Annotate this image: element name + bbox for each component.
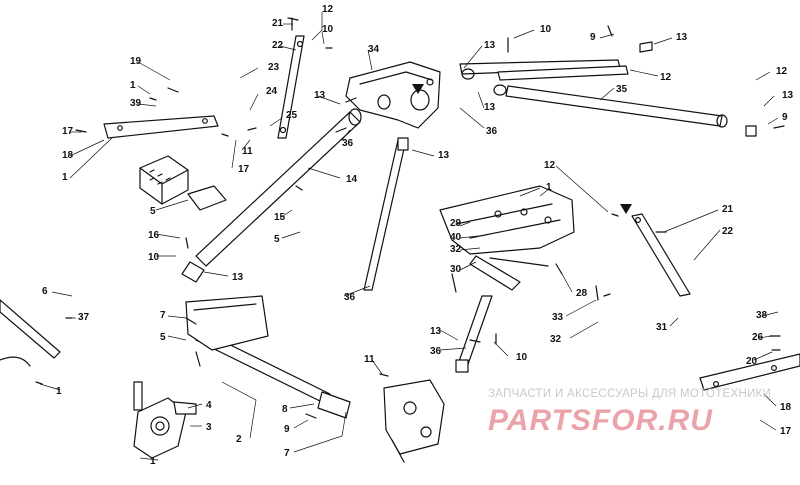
- callout-1: 1: [150, 456, 156, 467]
- callout-18: 18: [780, 402, 792, 413]
- callout-22: 22: [722, 226, 734, 237]
- callout-30: 30: [450, 264, 462, 275]
- lower-steering-bar: [185, 295, 351, 419]
- callout-9: 9: [782, 112, 788, 123]
- callout-40: 40: [450, 232, 462, 243]
- callout-5: 5: [274, 234, 280, 245]
- direction-marker-right: [620, 204, 632, 214]
- watermark-caption: ЗАПЧАСТИ И АКСЕССУАРЫ ДЛЯ МОТОТЕХНИКИ: [488, 388, 772, 400]
- callout-32: 32: [450, 244, 462, 255]
- steering-shaft: [363, 137, 409, 291]
- right-drag-link: [631, 213, 691, 297]
- left-edge-rod: [0, 299, 61, 367]
- callout-5: 5: [150, 206, 156, 217]
- callout-1: 1: [130, 80, 136, 91]
- callout-11: 11: [364, 354, 375, 365]
- callout-28: 28: [576, 288, 588, 299]
- callout-26: 26: [752, 332, 764, 343]
- callout-10: 10: [148, 252, 160, 263]
- callout-17: 17: [62, 126, 74, 137]
- callout-24: 24: [266, 86, 278, 97]
- callout-17: 17: [238, 164, 250, 175]
- lower-shaft: [455, 295, 493, 373]
- tie-rods-35: [459, 59, 728, 128]
- callout-7: 7: [284, 448, 290, 459]
- callout-15: 15: [274, 212, 286, 223]
- callout-1: 1: [546, 182, 552, 193]
- callout-21: 21: [722, 204, 734, 215]
- callout-5: 5: [160, 332, 166, 343]
- callout-12: 12: [776, 66, 788, 77]
- relay-block: [139, 155, 227, 211]
- callout-9: 9: [284, 424, 290, 435]
- callout-19: 19: [130, 56, 142, 67]
- callout-29: 29: [450, 218, 462, 229]
- steering-arm-assembly: [439, 185, 575, 291]
- steering-post: [181, 108, 362, 283]
- callout-36: 36: [430, 346, 442, 357]
- callout-8: 8: [282, 404, 288, 415]
- callout-13: 13: [676, 32, 688, 43]
- callout-13: 13: [438, 150, 450, 161]
- leader-lines: [39, 12, 779, 461]
- callout-32: 32: [550, 334, 562, 345]
- callout-7: 7: [160, 310, 166, 321]
- callout-11: 11: [242, 146, 253, 157]
- callout-labels: 2112221034232425111319139171811736131451…: [42, 4, 794, 467]
- callout-34: 34: [368, 44, 380, 55]
- callout-21: 21: [272, 18, 284, 29]
- callout-1: 1: [62, 172, 68, 183]
- callout-13: 13: [232, 272, 244, 283]
- callout-13: 13: [314, 90, 326, 101]
- callout-2: 2: [236, 434, 242, 445]
- callout-16: 16: [148, 230, 160, 241]
- callout-13: 13: [430, 326, 442, 337]
- callout-12: 12: [660, 72, 672, 83]
- callout-10: 10: [322, 24, 334, 35]
- callout-20: 20: [746, 356, 758, 367]
- callout-38: 38: [756, 310, 768, 321]
- callout-13: 13: [484, 40, 496, 51]
- callout-13: 13: [484, 102, 496, 113]
- callout-23: 23: [268, 62, 280, 73]
- callout-25: 25: [286, 110, 298, 121]
- callout-10: 10: [540, 24, 552, 35]
- callout-31: 31: [656, 322, 668, 333]
- callout-37: 37: [78, 312, 90, 323]
- callout-36: 36: [486, 126, 498, 137]
- callout-33: 33: [552, 312, 564, 323]
- callout-35: 35: [616, 84, 628, 95]
- callout-4: 4: [206, 400, 212, 411]
- fasteners: [35, 17, 785, 419]
- mount-plate-left: [103, 115, 219, 139]
- callout-12: 12: [322, 4, 334, 15]
- column-housing: [345, 61, 441, 129]
- callout-6: 6: [42, 286, 48, 297]
- callout-36: 36: [342, 138, 354, 149]
- callout-1: 1: [56, 386, 62, 397]
- engine-bracket: [383, 379, 445, 463]
- callout-9: 9: [590, 32, 596, 43]
- lower-right-rail: [699, 353, 800, 391]
- callout-17: 17: [780, 426, 792, 437]
- callout-39: 39: [130, 98, 142, 109]
- callout-13: 13: [782, 90, 794, 101]
- callout-18: 18: [62, 150, 74, 161]
- watermark-logo: PARTSFOR.RU: [488, 404, 713, 437]
- callout-3: 3: [206, 422, 212, 433]
- tie-rod-upper: [277, 35, 305, 139]
- callout-36: 36: [344, 292, 356, 303]
- callout-14: 14: [346, 174, 358, 185]
- callout-22: 22: [272, 40, 284, 51]
- callout-12: 12: [544, 160, 556, 171]
- sensor-assembly: [133, 381, 197, 459]
- direction-marker-center: [412, 84, 424, 94]
- callout-10: 10: [516, 352, 528, 363]
